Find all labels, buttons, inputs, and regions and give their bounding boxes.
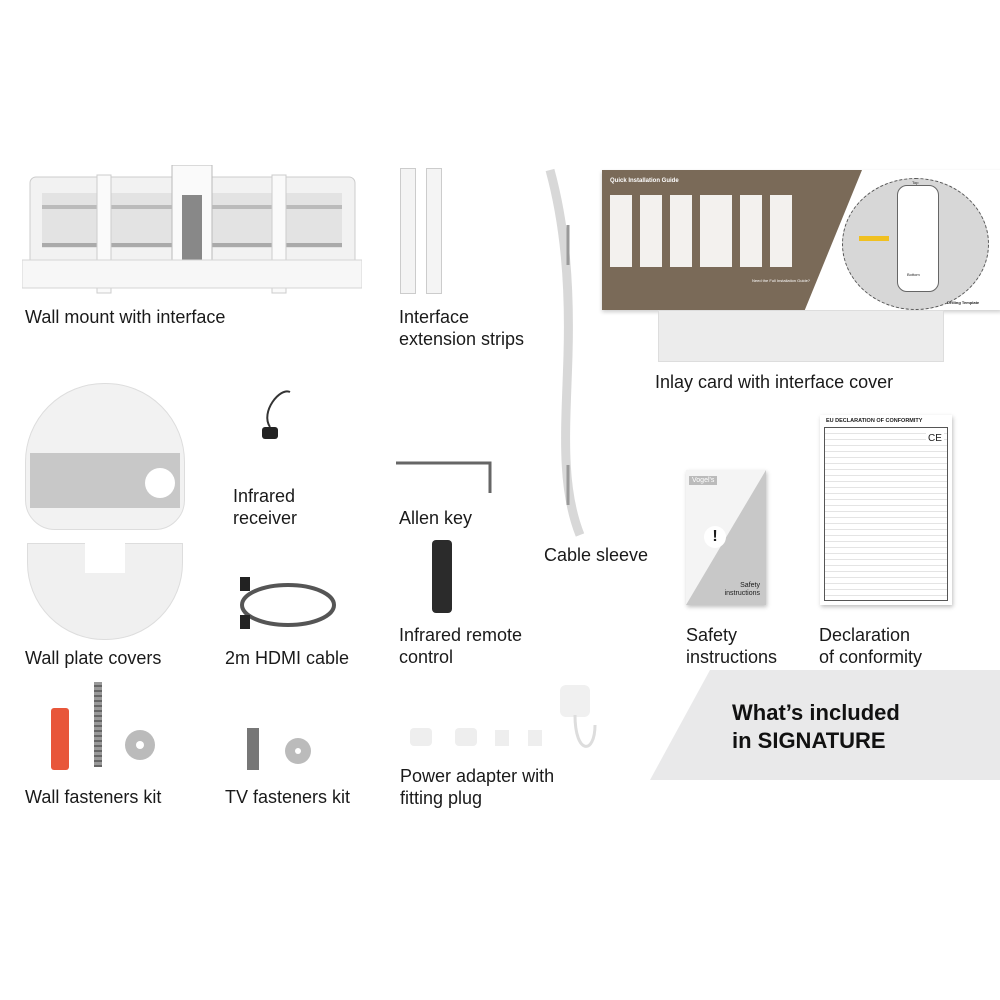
safety-booklet-image: Vogel's ! Safety instructions bbox=[686, 470, 766, 605]
label-line: fitting plug bbox=[400, 788, 483, 808]
label-line: receiver bbox=[233, 508, 298, 528]
doc-lines bbox=[824, 427, 948, 601]
label-tv-fasteners: TV fasteners kit bbox=[225, 786, 350, 808]
wall-fasteners-image bbox=[48, 680, 163, 775]
label-line: Inlay card with interface cover bbox=[655, 372, 894, 392]
inlay-card-image: Quick Installation Guide Need the Full I… bbox=[602, 170, 1000, 310]
extension-strips-image bbox=[398, 168, 443, 294]
label-line: Allen key bbox=[399, 508, 473, 528]
power-adapter-image bbox=[405, 680, 605, 760]
label-line: TV fasteners kit bbox=[225, 787, 351, 807]
label-line: Infrared bbox=[233, 486, 296, 506]
label-line: of conformity bbox=[819, 647, 923, 667]
label-inlay-card: Inlay card with interface cover bbox=[655, 371, 893, 393]
label-cable-sleeve: Cable sleeve bbox=[544, 544, 648, 566]
brand-logo: Vogel's bbox=[689, 476, 718, 485]
label-line: Declaration bbox=[819, 625, 911, 645]
label-line: control bbox=[399, 647, 454, 667]
label-wall-mount: Wall mount with interface bbox=[25, 306, 225, 328]
ce-mark: CE bbox=[926, 433, 944, 445]
doc-title: EU DECLARATION OF CONFORMITY bbox=[826, 418, 923, 424]
label-hdmi-cable: 2m HDMI cable bbox=[225, 647, 349, 669]
help-title: Need the Full Installation Guide? bbox=[752, 278, 811, 283]
label-line: Wall plate covers bbox=[25, 648, 162, 668]
label-line: Wall mount with interface bbox=[25, 307, 226, 327]
banner-line-1: What’s included bbox=[732, 700, 900, 725]
label-line: Interface bbox=[399, 307, 470, 327]
label-line: Wall fasteners kit bbox=[25, 787, 162, 807]
drilling-template: Drilling Template bbox=[947, 300, 980, 305]
interface-cover bbox=[658, 310, 944, 362]
label-line: 2m HDMI cable bbox=[225, 648, 350, 668]
label-line: Safety bbox=[686, 625, 738, 645]
declaration-doc-image: EU DECLARATION OF CONFORMITY CE bbox=[820, 415, 952, 605]
banner-heading: What’s included in SIGNATURE bbox=[732, 699, 900, 755]
tv-fasteners-image bbox=[240, 725, 315, 775]
template-bottom: Bottom bbox=[907, 272, 920, 277]
cable-sleeve-image bbox=[540, 165, 590, 540]
label-line: Cable sleeve bbox=[544, 545, 649, 565]
remote-control-image bbox=[432, 540, 452, 613]
hdmi-cable-image bbox=[238, 575, 338, 630]
label-wall-fasteners: Wall fasteners kit bbox=[25, 786, 161, 808]
banner-background bbox=[650, 670, 1000, 780]
infrared-receiver-image bbox=[250, 387, 300, 457]
guide-title: Quick Installation Guide bbox=[610, 178, 679, 184]
label-allen-key: Allen key bbox=[399, 507, 472, 529]
wall-plate-covers-image bbox=[25, 383, 185, 645]
allen-key-image bbox=[393, 458, 498, 498]
banner-line-2: in SIGNATURE bbox=[732, 728, 886, 753]
warning-icon: ! bbox=[704, 526, 726, 548]
wall-mount-image bbox=[21, 164, 363, 295]
label-line: extension strips bbox=[399, 329, 525, 349]
label-line: Power adapter with bbox=[400, 766, 555, 786]
label-line: Infrared remote bbox=[399, 625, 523, 645]
booklet-title: Safety instructions bbox=[724, 582, 760, 597]
label-line: instructions bbox=[686, 647, 778, 667]
label-wall-plate-covers: Wall plate covers bbox=[25, 647, 161, 669]
template-top: Top bbox=[912, 180, 919, 185]
